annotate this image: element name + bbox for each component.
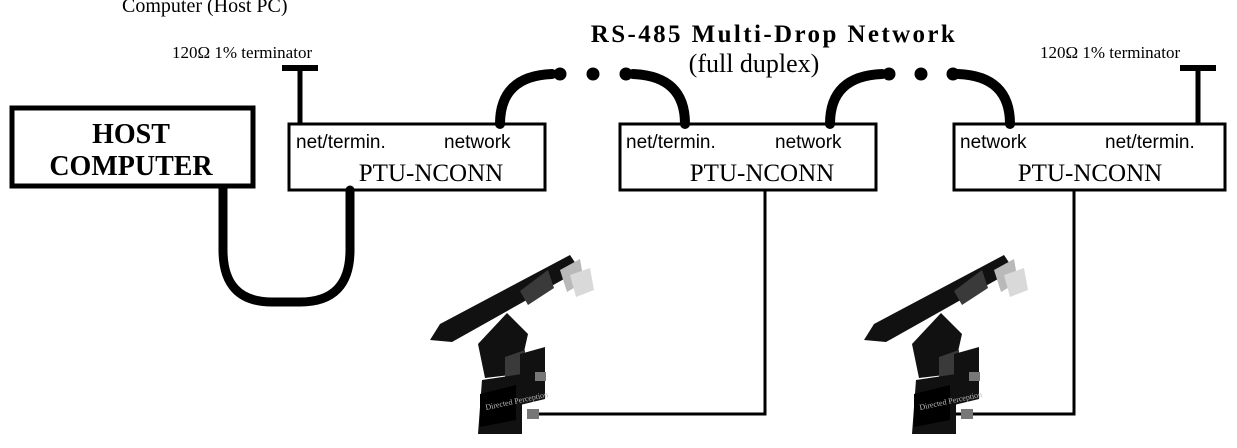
right-terminator-label: 120Ω 1% terminator <box>1040 43 1180 62</box>
right-ellipsis-dots <box>882 67 960 81</box>
node-1-right-label: network <box>444 132 511 153</box>
node-2-right-label: network <box>775 132 842 153</box>
host-line-1: HOST <box>92 119 170 150</box>
network-subtitle: (full duplex) <box>689 49 820 78</box>
ptu-node-3: network net/termin. PTU-NCONN <box>952 122 1227 192</box>
host-to-node-1-cable <box>218 183 355 307</box>
ptu-node-1: net/termin. network PTU-NCONN <box>287 122 547 192</box>
host-line-2: COMPUTER <box>49 151 213 182</box>
node-3-right-label: net/termin. <box>1105 132 1195 153</box>
pan-tilt-unit-2: Directed Perception <box>864 255 1028 434</box>
node-2-network-cable-right <box>825 69 887 129</box>
node-1-name: PTU-NCONN <box>359 160 503 187</box>
left-terminator <box>282 65 318 124</box>
top-cut-text: Computer (Host PC) <box>122 0 288 17</box>
node-3-name: PTU-NCONN <box>1018 160 1162 187</box>
left-terminator-label: 120Ω 1% terminator <box>172 43 312 62</box>
node-1-left-label: net/termin. <box>296 132 386 153</box>
left-ellipsis-dots <box>553 67 633 81</box>
ptu-node-2: net/termin. network PTU-NCONN <box>618 122 878 192</box>
network-title: RS-485 Multi-Drop Network <box>591 21 957 48</box>
node-2-name: PTU-NCONN <box>690 160 834 187</box>
node-3-left-label: network <box>960 132 1027 153</box>
node-2-device-cable <box>536 190 767 416</box>
node-2-network-cable-left <box>628 69 690 129</box>
node-1-network-cable <box>495 69 557 129</box>
pan-tilt-unit-1: Directed Perception <box>430 255 594 434</box>
right-terminator <box>1180 65 1216 124</box>
host-computer-box: HOST COMPUTER <box>9 105 256 189</box>
node-3-device-cable <box>954 190 1076 416</box>
node-3-network-cable <box>953 69 1015 129</box>
node-2-left-label: net/termin. <box>626 132 716 153</box>
